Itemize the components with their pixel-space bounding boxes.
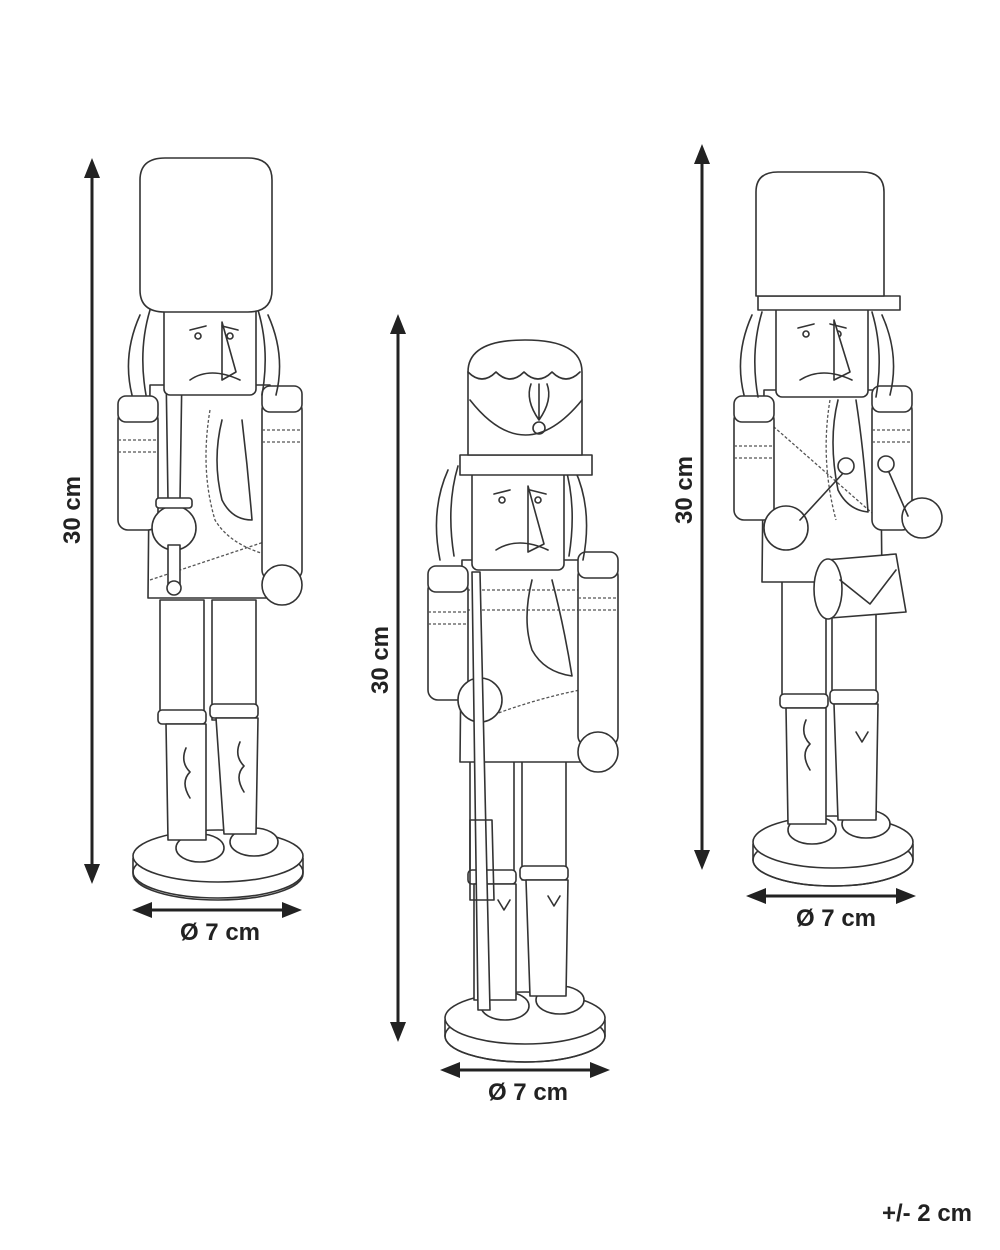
diameter-label-right: Ø 7 cm (796, 905, 876, 932)
diameter-label-left: Ø 7 cm (180, 919, 260, 946)
nutcracker-right (733, 171, 943, 887)
diameter-arrow-middle (440, 1062, 610, 1078)
diameter-arrow-left (132, 902, 302, 918)
height-arrow-middle (390, 314, 406, 1042)
height-arrow-left (84, 158, 100, 884)
nutcracker-left (117, 157, 304, 901)
height-label-right: 30 cm (671, 456, 698, 524)
diameter-arrow-right (746, 888, 916, 904)
tolerance-note: +/- 2 cm (881, 1200, 972, 1227)
diameter-label-middle: Ø 7 cm (488, 1079, 568, 1106)
height-arrow-right (694, 144, 710, 870)
height-label-middle: 30 cm (367, 626, 394, 694)
nutcracker-middle (427, 339, 619, 1063)
height-label-left: 30 cm (59, 476, 86, 544)
